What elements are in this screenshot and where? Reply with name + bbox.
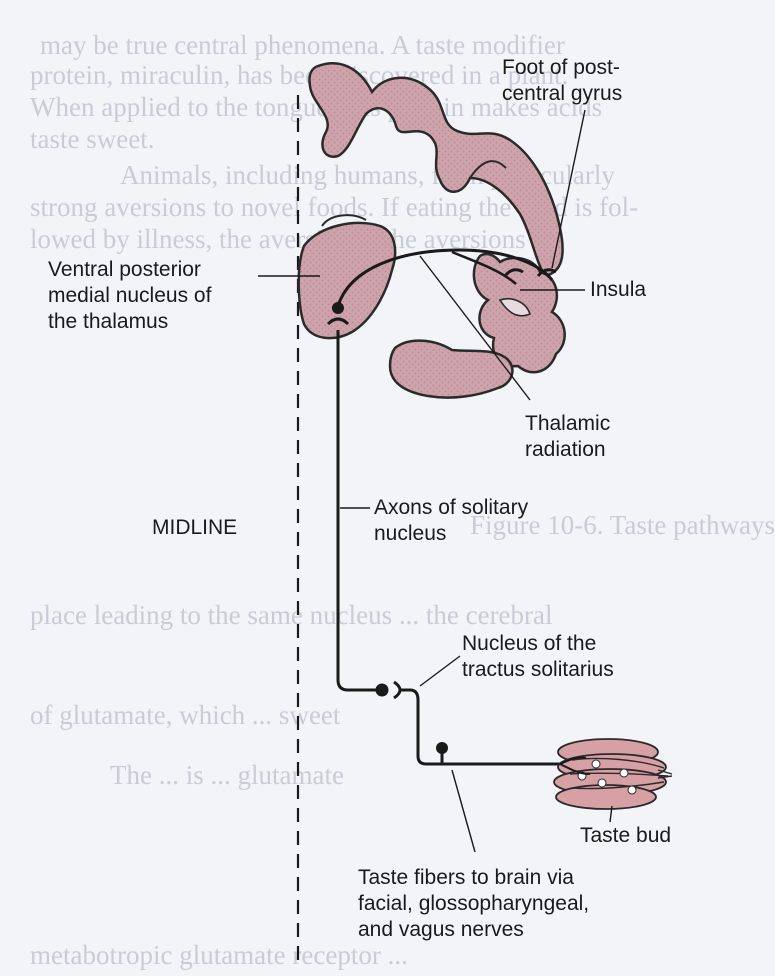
cortex-synapse-2	[536, 268, 557, 277]
thalamus-synapse	[326, 317, 350, 326]
bleed-through-line-11: The ... is ... glutamate	[110, 760, 344, 790]
taste-bud-drawing	[553, 738, 673, 810]
label-taste-bud: Taste bud	[580, 824, 672, 847]
label-nts-line-1: Nucleus of the	[462, 632, 597, 655]
nts-synapse	[393, 680, 402, 700]
postcentral-gyrus-shape	[308, 62, 564, 278]
label-fibers-line-3: and vagus nerves	[358, 918, 524, 941]
cortex-synapse-1	[503, 268, 524, 277]
bleed-through-line-12: metabotropic glutamate receptor ...	[30, 940, 408, 970]
bleed-through-line-10: of glutamate, which ... sweet	[30, 700, 341, 730]
label-thalamic-line-2: radiation	[525, 438, 606, 461]
label-foot-line-2: central gyrus	[502, 82, 623, 105]
taste-fiber	[400, 688, 560, 766]
thalamus-vpm-shape	[297, 221, 397, 340]
label-vpm-line-1: Ventral posterior	[48, 258, 201, 281]
bleed-through-line-4: taste sweet.	[30, 124, 155, 154]
label-fibers-line-1: Taste fibers to brain via	[358, 866, 574, 889]
label-vpm-line-2: medial nucleus of	[48, 284, 212, 307]
leader-thalamic	[419, 255, 531, 401]
label-axons-line-1: Axons of solitary	[374, 496, 529, 519]
leader-fibers	[451, 769, 476, 853]
label-insula: Insula	[590, 278, 647, 301]
leader-foot	[551, 109, 586, 269]
bleed-through-line-1: may be true central phenomena. A taste m…	[40, 30, 565, 60]
solitary-axon	[336, 330, 380, 692]
label-fibers-line-2: facial, glossopharyngeal,	[358, 892, 590, 915]
label-axons-line-2: nucleus	[374, 522, 447, 545]
temporal-lobe-shape	[388, 339, 514, 399]
label-foot-line-1: Foot of post-	[502, 56, 620, 79]
leader-nts	[419, 655, 461, 687]
label-thalamic-line-1: Thalamic	[525, 412, 611, 435]
bleed-through-line-2: protein, miraculin, has been discovered …	[30, 60, 569, 90]
thalamic-radiation-fiber	[336, 248, 554, 307]
label-vpm-line-3: the thalamus	[48, 310, 169, 333]
leader-taste-bud	[609, 805, 613, 823]
thalamus-neuron-soma	[332, 302, 344, 314]
bleed-through-line-8: Figure 10-6. Taste pathways ...	[470, 510, 775, 540]
postcentral-gyrus-sulcus	[469, 160, 507, 179]
nts-neuron-soma	[375, 683, 389, 697]
bleed-through-line-9: place leading to the same nucleus ... th…	[30, 600, 553, 630]
label-midline: MIDLINE	[152, 516, 238, 539]
label-nts-line-2: tractus solitarius	[462, 658, 614, 681]
